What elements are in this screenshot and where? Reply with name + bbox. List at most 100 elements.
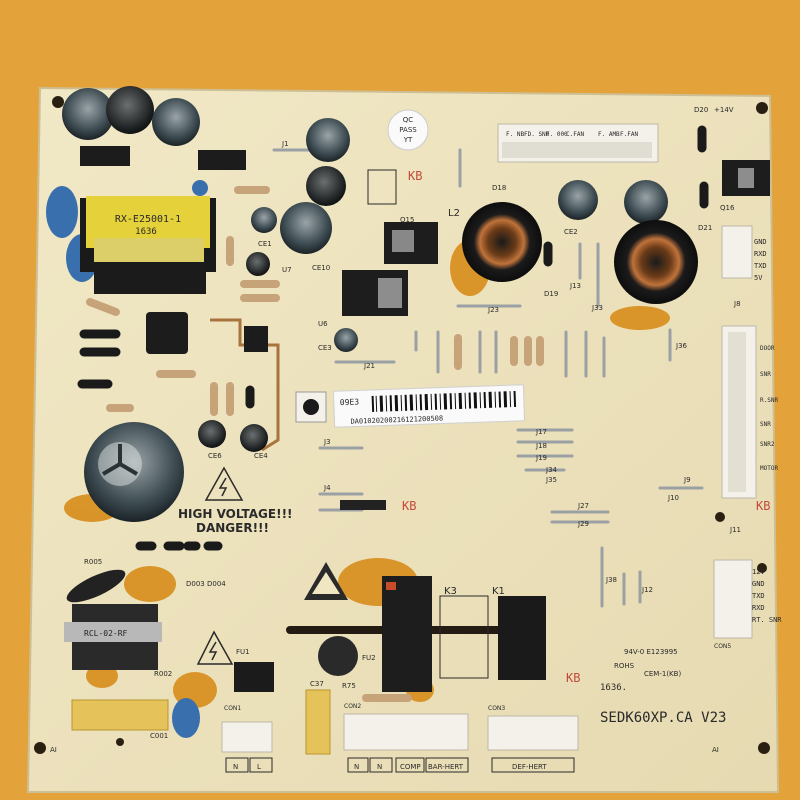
mounting-hole bbox=[34, 742, 46, 754]
transformer-sub: 1636 bbox=[135, 227, 157, 237]
svg-text:N: N bbox=[377, 763, 382, 771]
x-capacitor bbox=[71, 699, 169, 731]
con7-pin-labels: F. NB FD. SNR F. 000 C.FAN F. AMB F.FAN bbox=[506, 131, 638, 138]
svg-text:J33: J33 bbox=[591, 304, 603, 312]
mounting-hole bbox=[756, 102, 768, 114]
svg-text:CE2: CE2 bbox=[564, 228, 578, 236]
svg-text:J4: J4 bbox=[323, 484, 331, 492]
svg-text:CE10: CE10 bbox=[312, 264, 330, 272]
svg-text:J35: J35 bbox=[545, 476, 557, 484]
warning-line1: HIGH VOLTAGE!!! bbox=[178, 507, 293, 521]
svg-text:KB: KB bbox=[756, 499, 770, 513]
svg-text:U6: U6 bbox=[318, 320, 328, 328]
svg-text:J34: J34 bbox=[545, 466, 558, 474]
mounting-hole bbox=[116, 738, 124, 746]
svg-text:GND: GND bbox=[752, 580, 765, 588]
bottom-pin-boxes bbox=[225, 757, 575, 773]
svg-text:F. NB: F. NB bbox=[506, 131, 524, 138]
svg-text:D003 D004: D003 D004 bbox=[186, 580, 226, 588]
barcode-label: 09E3 DA01020200216121200508 bbox=[332, 384, 526, 428]
svg-text:AI: AI bbox=[50, 746, 57, 754]
svg-text:D20: D20 bbox=[694, 106, 708, 114]
qc-sticker: QC PASS YT bbox=[387, 109, 429, 151]
svg-text:J17: J17 bbox=[535, 428, 547, 436]
svg-text:D21: D21 bbox=[698, 224, 712, 232]
svg-text:CE4: CE4 bbox=[254, 452, 268, 460]
connector-con2 bbox=[343, 713, 469, 751]
relay-k1 bbox=[498, 596, 546, 680]
svg-text:TXD: TXD bbox=[754, 262, 767, 270]
svg-text:GND: GND bbox=[754, 238, 767, 246]
svg-text:FU1: FU1 bbox=[236, 648, 250, 656]
barcode-short: 09E3 bbox=[340, 397, 360, 407]
svg-text:RXD: RXD bbox=[752, 604, 765, 612]
svg-text:RXD: RXD bbox=[754, 250, 767, 258]
svg-text:J23: J23 bbox=[487, 306, 499, 314]
film-capacitor-c37 bbox=[305, 689, 331, 755]
svg-text:J12: J12 bbox=[641, 586, 653, 594]
toroid-inductors bbox=[462, 202, 698, 304]
svg-text:J18: J18 bbox=[535, 442, 547, 450]
k3-label: K3 bbox=[444, 586, 457, 597]
ai-marks: AI AI bbox=[50, 746, 719, 754]
svg-text:PASS: PASS bbox=[399, 126, 417, 134]
svg-text:AI: AI bbox=[712, 746, 719, 754]
varistor-fu2 bbox=[318, 636, 358, 676]
connector-con8 bbox=[367, 169, 397, 205]
relay-k3-symbol bbox=[439, 595, 489, 679]
resistors bbox=[86, 186, 544, 702]
svg-text:KB: KB bbox=[402, 499, 416, 513]
svg-text:N: N bbox=[354, 763, 359, 771]
svg-text:FU2: FU2 bbox=[362, 654, 376, 662]
svg-text:R002: R002 bbox=[154, 670, 172, 678]
svg-text:BAR-HERT: BAR-HERT bbox=[428, 763, 464, 771]
svg-text:L2: L2 bbox=[448, 208, 460, 219]
con5-label: CON5 bbox=[714, 643, 731, 650]
svg-text:J11: J11 bbox=[729, 526, 741, 534]
svg-text:MOTOR: MOTOR bbox=[760, 465, 778, 472]
connector-con1 bbox=[221, 721, 273, 753]
bulk-capacitor bbox=[84, 422, 184, 522]
svg-text:J21: J21 bbox=[363, 362, 375, 370]
mounting-hole bbox=[52, 96, 64, 108]
con2-label: CON2 bbox=[344, 703, 361, 710]
line-filter-choke: RCL-02-RF bbox=[64, 604, 162, 670]
svg-text:J3: J3 bbox=[323, 438, 331, 446]
svg-text:C37: C37 bbox=[310, 680, 324, 688]
svg-text:R75: R75 bbox=[342, 682, 356, 690]
warning-line2: DANGER!!! bbox=[196, 521, 269, 535]
connector-right-upper bbox=[721, 225, 753, 279]
svg-text:KB: KB bbox=[408, 169, 422, 183]
svg-text:J19: J19 bbox=[535, 454, 547, 462]
board-model: SEDK60XP.CA V23 bbox=[600, 710, 726, 726]
ic-chips bbox=[80, 146, 268, 354]
jumper-wires bbox=[272, 148, 704, 608]
svg-text:CE1: CE1 bbox=[258, 240, 272, 248]
thermistor bbox=[66, 569, 126, 603]
svg-text:J27: J27 bbox=[577, 502, 589, 510]
svg-text:DOOR: DOOR bbox=[760, 345, 775, 352]
svg-text:C.FAN: C.FAN bbox=[566, 131, 584, 138]
svg-text:J9: J9 bbox=[683, 476, 691, 484]
svg-text:CE6: CE6 bbox=[208, 452, 222, 460]
svg-text:L: L bbox=[257, 763, 261, 771]
svg-text:TXD: TXD bbox=[752, 592, 765, 600]
k1-label: K1 bbox=[492, 586, 505, 597]
diodes bbox=[77, 125, 709, 551]
svg-text:J1: J1 bbox=[281, 140, 289, 148]
con1-label: CON1 bbox=[224, 705, 241, 712]
date-code: 1636. bbox=[600, 683, 627, 693]
svg-text:J38: J38 bbox=[605, 576, 617, 584]
svg-text:J13: J13 bbox=[569, 282, 581, 290]
connector-con3 bbox=[487, 715, 579, 751]
svg-text:DEF-HERT: DEF-HERT bbox=[512, 763, 547, 771]
svg-text:N: N bbox=[233, 763, 238, 771]
mounting-hole bbox=[758, 742, 770, 754]
transformer-label: RX-E25001-1 bbox=[115, 214, 181, 225]
svg-text:KB: KB bbox=[566, 671, 580, 685]
svg-text:R005: R005 bbox=[84, 558, 102, 566]
reference-designators: L2 D20 +14V Q15 Q16 D18 D19 D21 J1 J3 J4… bbox=[84, 106, 741, 740]
rohs-mark: ROHS bbox=[614, 662, 635, 670]
